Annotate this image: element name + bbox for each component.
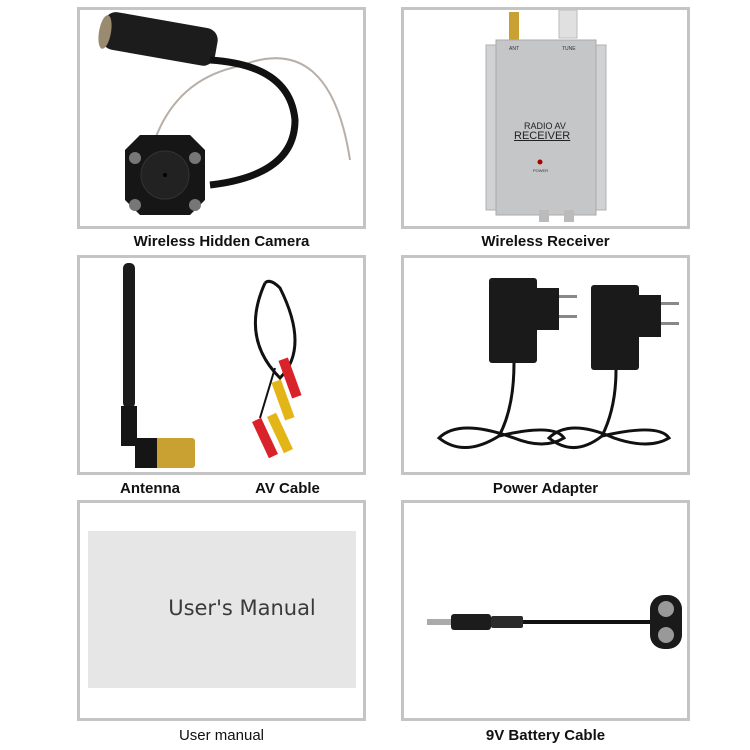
manual-title: User's Manual — [168, 596, 316, 620]
caption-av-cable: AV Cable — [255, 480, 320, 497]
camera-image — [98, 12, 351, 215]
antenna-av-cable-image — [121, 263, 302, 468]
caption-wireless-receiver: Wireless Receiver — [481, 233, 610, 250]
panel-wireless-hidden-camera — [77, 7, 366, 229]
power-adapter-image — [436, 278, 679, 449]
panel-power-adapter — [401, 255, 690, 475]
caption-wireless-hidden-camera: Wireless Hidden Camera — [133, 233, 310, 250]
receiver-label-ant: ANT — [509, 46, 519, 52]
receiver-label-tune: TUNE — [562, 46, 576, 52]
panel-user-manual: User's Manual — [77, 500, 366, 721]
receiver-image — [485, 10, 607, 222]
receiver-label-power: POWER — [533, 168, 549, 173]
caption-9v-battery-cable: 9V Battery Cable — [485, 727, 606, 744]
receiver-label-line2: RECEIVER — [514, 130, 571, 142]
panel-9v-battery-cable — [401, 500, 690, 721]
caption-antenna: Antenna — [120, 480, 180, 497]
manual-image: User's Manual — [88, 531, 356, 688]
caption-user-manual: User manual — [178, 727, 265, 744]
panel-antenna-av-cable — [77, 255, 366, 475]
panel-wireless-receiver: ANT TUNE RADIO AV RECEIVER POWER — [401, 7, 690, 229]
receiver-label-line1: RADIO AV — [524, 121, 566, 131]
caption-power-adapter: Power Adapter — [492, 480, 599, 497]
battery-cable-image — [427, 595, 682, 649]
